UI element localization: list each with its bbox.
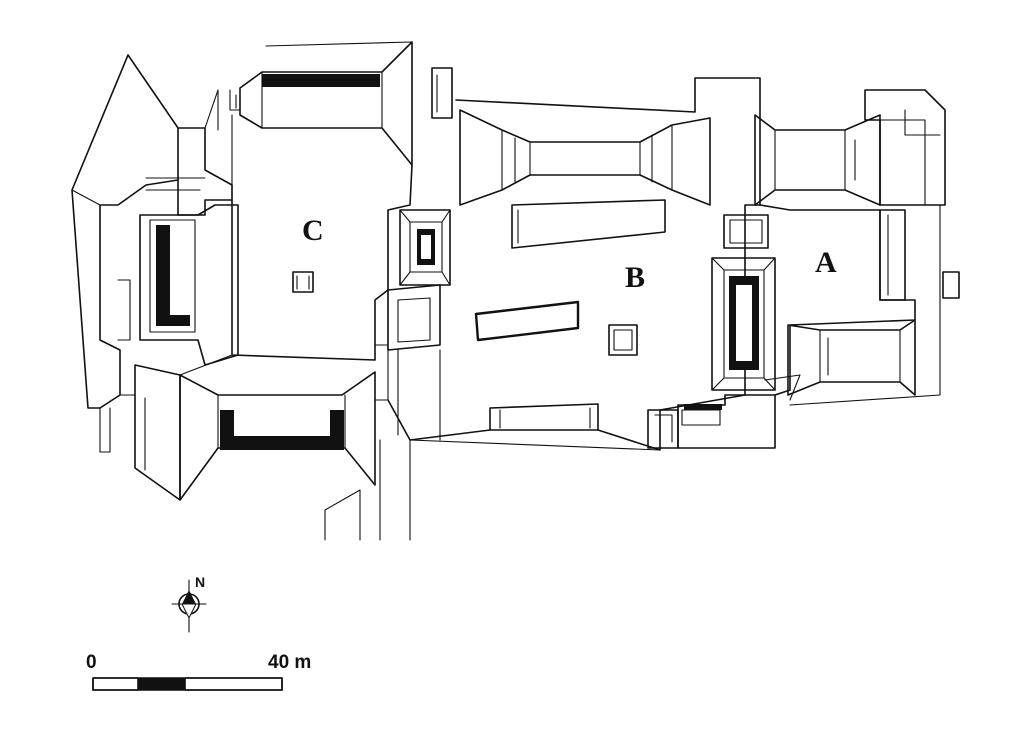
north-arrow: N [171, 574, 207, 633]
c-courtyard [231, 164, 413, 361]
a-northeast-tower [864, 89, 946, 206]
b-northeast-pavilion [723, 214, 769, 249]
north-arrow-letter: N [195, 574, 205, 590]
b-north-annex [511, 199, 666, 249]
a-east-wing [879, 209, 906, 301]
complex-label-c: C [302, 214, 324, 247]
c-courtyard-pedestal [292, 271, 314, 293]
b-courtyard [387, 77, 761, 451]
complex-b [387, 77, 776, 451]
scale-bar-segment-2 [138, 678, 185, 690]
b-courtyard-bar [474, 300, 580, 342]
scale-bar-end-label: 40 m [268, 652, 311, 673]
a-courtyard [759, 204, 916, 396]
c-north-hall [239, 41, 413, 166]
scale-bar-segment-3 [184, 677, 283, 691]
b-courtyard-pedestal [608, 324, 638, 356]
a-north-hall [754, 114, 881, 206]
complex-label-b: B [625, 261, 645, 294]
b-south-gate [489, 403, 599, 431]
a-south-hall [787, 319, 916, 396]
complex-label-a: A [815, 246, 837, 279]
complex-a [754, 89, 960, 406]
scale-bar: 0 40 m [86, 652, 311, 691]
b-southeast-building [677, 394, 776, 449]
complex-c [71, 41, 453, 541]
c-north-gate [177, 127, 233, 216]
scale-bar-start-label: 0 [86, 652, 97, 673]
c-east-gallery [387, 284, 441, 351]
c-west-wing [139, 204, 239, 366]
c-south-hall [179, 371, 376, 501]
north-arrow-icon [182, 590, 196, 604]
scale-bar-segment-1 [92, 677, 139, 691]
c-southwest-wing [134, 364, 181, 501]
